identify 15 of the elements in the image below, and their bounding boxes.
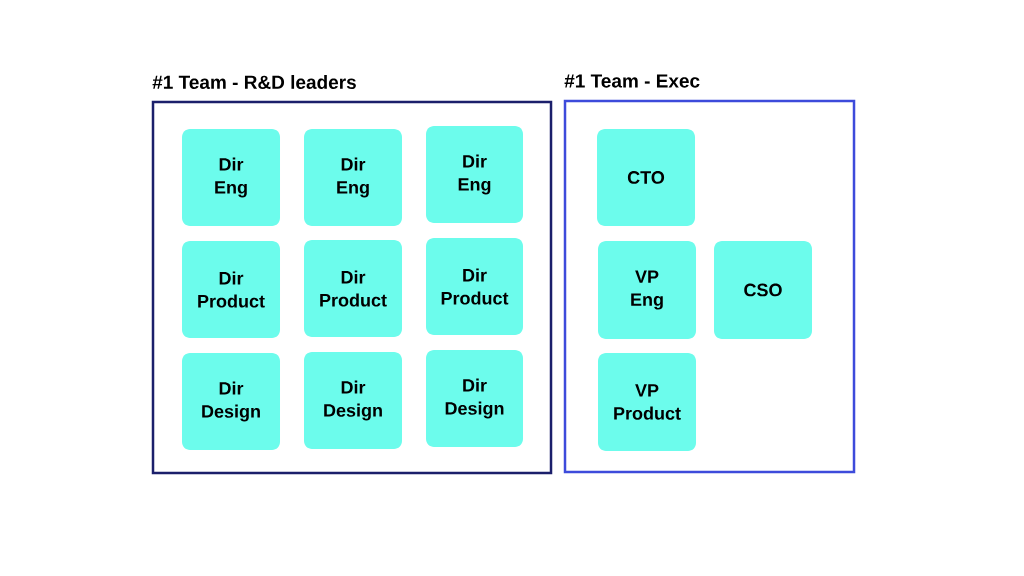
role-box: Dir Design <box>304 352 402 449</box>
group-heading: #1 Team - R&D leaders <box>152 75 356 89</box>
role-box: Dir Eng <box>182 129 280 226</box>
role-box: Dir Design <box>182 353 280 450</box>
role-box: CTO <box>597 129 695 226</box>
role-box: VP Eng <box>598 241 696 339</box>
role-box: CSO <box>714 241 812 339</box>
role-box: Dir Product <box>182 241 280 338</box>
role-box: VP Product <box>598 353 696 451</box>
group-heading: #1 Team - Exec <box>564 74 700 88</box>
role-box: Dir Product <box>426 238 523 335</box>
role-box: Dir Product <box>304 240 402 337</box>
role-box: Dir Design <box>426 350 523 447</box>
role-box: Dir Eng <box>304 129 402 226</box>
role-box: Dir Eng <box>426 126 523 223</box>
